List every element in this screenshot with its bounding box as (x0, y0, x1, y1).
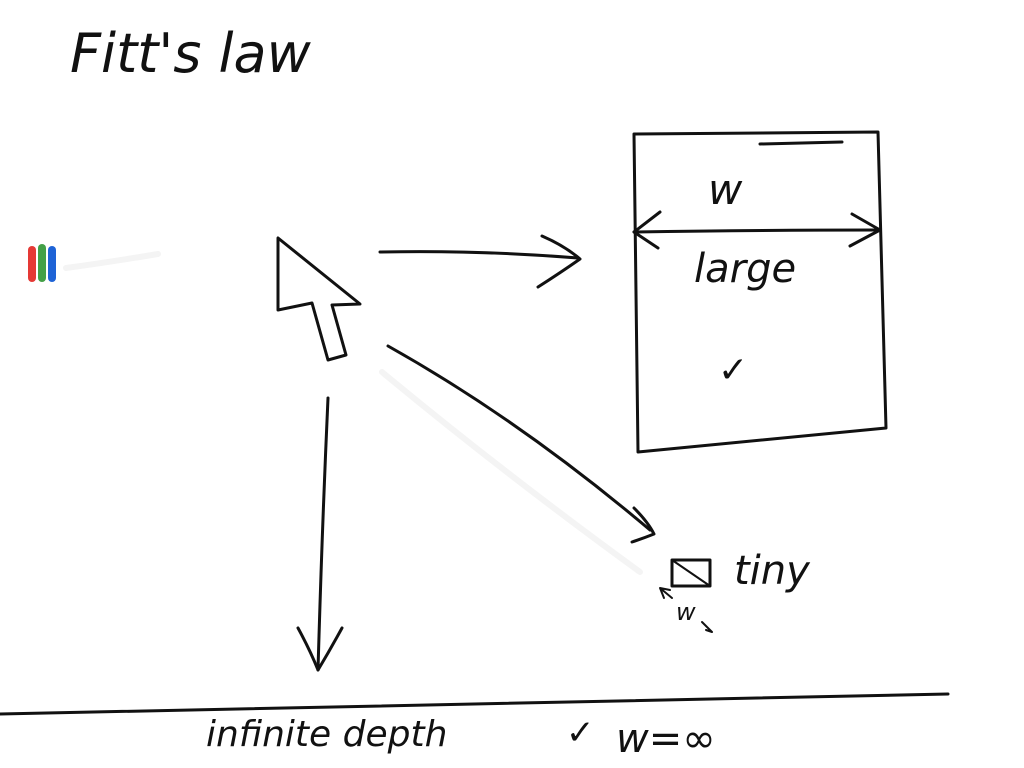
infinite-depth-label: infinite depth (206, 714, 447, 755)
infinite-width-label: w=∞ (616, 716, 716, 762)
diagram-title: Fitt's law (70, 22, 312, 85)
infinite-check-mark: ✓ (566, 713, 595, 753)
arrow-to-large-target (378, 234, 582, 289)
large-check-mark: ✓ (718, 350, 748, 391)
pen-color-swatch-icon[interactable] (28, 244, 161, 282)
arrow-to-screen-edge (296, 396, 344, 672)
screen-edge-line (0, 692, 950, 716)
tiny-width-label: w (676, 598, 696, 626)
arrow-to-tiny-target (379, 344, 656, 575)
large-target-box (632, 130, 888, 454)
tiny-label: tiny (734, 548, 811, 594)
large-label: large (694, 246, 796, 292)
tiny-target-box (659, 558, 713, 633)
width-label: w (708, 165, 743, 214)
mouse-pointer-icon (276, 236, 362, 362)
